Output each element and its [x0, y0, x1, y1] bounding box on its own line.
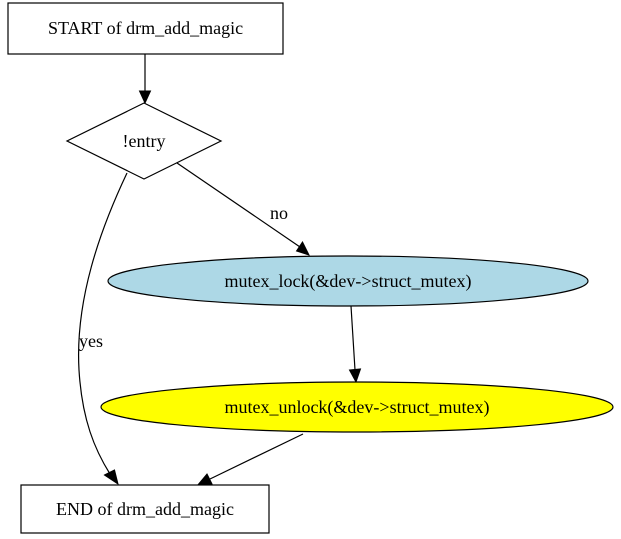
edge-unlock-to-end: [195, 433, 304, 487]
arrowhead: [295, 241, 310, 256]
node-mutex-unlock: mutex_unlock(&dev->struct_mutex): [100, 381, 614, 433]
node-mutex-lock: mutex_lock(&dev->struct_mutex): [107, 255, 589, 307]
edge-label-yes: yes: [79, 331, 103, 351]
edge-lock-to-unlock: [348, 305, 362, 384]
node-end: END of drm_add_magic: [20, 484, 270, 534]
decision-label: !entry: [123, 131, 166, 151]
arrowhead: [195, 473, 213, 487]
start-box: [7, 2, 284, 55]
mutex-unlock-ellipse: [100, 381, 614, 433]
start-label: START of drm_add_magic: [48, 18, 243, 38]
mutex-lock-ellipse: [107, 255, 589, 307]
edge-start-to-decision: [138, 54, 152, 105]
end-box: [20, 484, 270, 534]
mutex-unlock-label: mutex_unlock(&dev->struct_mutex): [224, 397, 489, 418]
node-start: START of drm_add_magic: [7, 2, 284, 55]
node-decision: !entry: [65, 102, 223, 180]
end-label: END of drm_add_magic: [56, 499, 234, 519]
edge-decision-no: no: [176, 162, 310, 256]
mutex-lock-label: mutex_lock(&dev->struct_mutex): [224, 271, 471, 292]
decision-diamond: [65, 102, 223, 180]
arrowhead: [103, 469, 119, 486]
arrowhead: [138, 90, 152, 105]
edge-label-no: no: [270, 203, 288, 223]
arrowhead: [348, 368, 362, 384]
edge-decision-yes: yes: [77, 172, 128, 486]
